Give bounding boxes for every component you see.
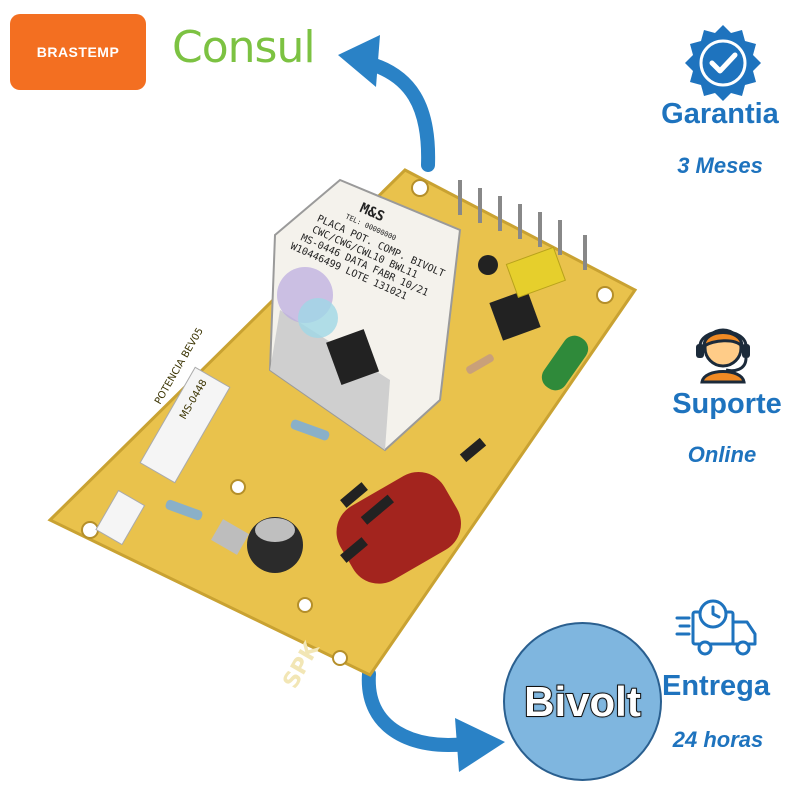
delivery-subtitle: 24 horas [672, 727, 764, 752]
brastemp-logo: BRASTEMP [10, 14, 146, 90]
verified-badge-icon [685, 25, 761, 101]
delivery-truck-icon [675, 599, 757, 656]
circuit-board-image: M&S TEL: 00000000 PLACA POT. COMP. BIVOL… [47, 168, 638, 693]
brastemp-logo-text: BRASTEMP [36, 44, 120, 60]
warranty-title: Garantia [661, 98, 779, 130]
bivolt-label: Bivolt [523, 677, 642, 726]
support-title: Suporte [672, 388, 782, 420]
bivolt-badge: Bivolt [503, 622, 662, 781]
delivery-title: Entrega [662, 670, 770, 702]
support-agent-icon [696, 328, 750, 384]
arrow-up-icon [338, 35, 436, 172]
warranty-subtitle: 3 Meses [677, 153, 763, 178]
support-subtitle: Online [687, 442, 757, 467]
arrow-right-icon [361, 667, 505, 772]
consul-logo: Consul [172, 22, 316, 73]
